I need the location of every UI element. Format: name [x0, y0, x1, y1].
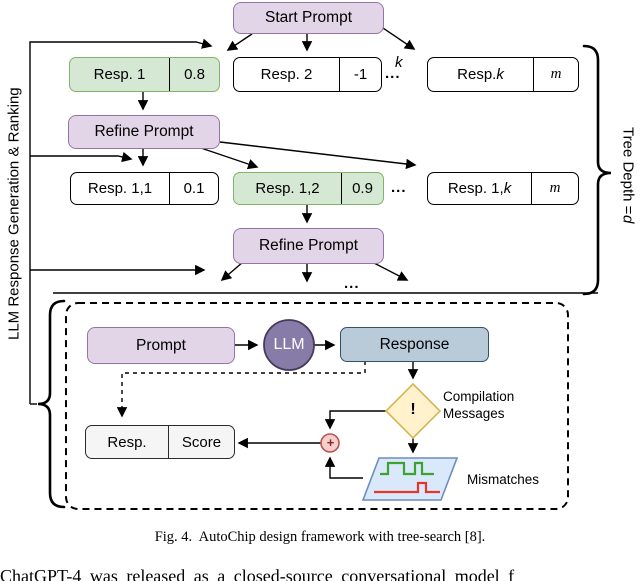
start-prompt-node: Start Prompt [233, 2, 384, 34]
figure-caption: Fig. 4. AutoChip design framework with t… [154, 529, 486, 545]
k-branch-label: k [395, 54, 403, 71]
combine-plus-circle [320, 433, 340, 453]
detail-panel-border [65, 302, 569, 510]
tree-depth-brace [582, 44, 612, 296]
resp-k-node: Resp. k m [427, 57, 579, 92]
resp-1-1-score: 0.1 [169, 173, 218, 204]
resp-k-label-var: k [496, 66, 504, 83]
resp-1-k-label-prefix: Resp. 1, [447, 180, 504, 197]
resp-1-1-label: Resp. 1,1 [87, 180, 153, 197]
response-feedback-dashed-arrow [116, 361, 366, 418]
compilation-check-diamond [384, 382, 442, 440]
resp-1-k-label-var: k [503, 180, 512, 197]
panel-arrows [233, 339, 419, 479]
response-node: Response [340, 327, 489, 362]
tree-depth-variable: d [619, 214, 637, 223]
response-label: Response [379, 335, 450, 353]
resp-1-k-node: Resp. 1,k m [427, 172, 579, 205]
body-text-partial: ChatGPT-4 was released as a closed-sourc… [0, 566, 515, 581]
tree-depth-label: Tree Depth = d [617, 104, 639, 246]
resp-1-2-node: Resp. 1,2 0.9 [233, 172, 384, 205]
resp-1-2-label: Resp. 1,2 [255, 180, 320, 197]
mismatches-label: Mismatches [467, 472, 540, 487]
compilation-line2: Messages [443, 406, 505, 421]
resp-1-1-node: Resp. 1,1 0.1 [70, 172, 219, 205]
resp-2-node: Resp. 2 -1 [233, 57, 382, 92]
bottom-ellipsis: ... [344, 275, 360, 292]
red-waveform-icon [374, 481, 440, 494]
plus-label: + [326, 435, 335, 450]
refine-prompt-2-label: Refine Prompt [258, 237, 359, 254]
resp-2-score: -1 [339, 58, 381, 91]
resp-1-label: Resp. 1 [93, 66, 146, 83]
left-rail [29, 38, 213, 405]
refine-prompt-2-node: Refine Prompt [233, 228, 384, 264]
waveform-parallelogram [361, 457, 459, 501]
resp-score-node: Resp. Score [85, 425, 235, 459]
resp-1-score: 0.8 [169, 58, 219, 91]
left-curly-brace [37, 299, 66, 509]
left-axis-label: LLM Response Generation & Ranking [5, 87, 23, 341]
exclamation-label: ! [410, 401, 416, 418]
refine-prompt-1-node: Refine Prompt [68, 115, 220, 149]
prompt-label: Prompt [136, 336, 186, 354]
llm-circle [263, 319, 315, 371]
start-prompt-label: Start Prompt [265, 9, 352, 26]
resp-k-label-prefix: Resp. [457, 66, 497, 83]
llm-label: LLM [273, 336, 305, 353]
resp-k-label: Resp. k [428, 58, 533, 91]
tree-depth-text: Tree Depth = [619, 127, 637, 215]
compilation-line1: Compilation [443, 389, 515, 404]
green-waveform-icon [380, 461, 434, 476]
resp-1-k-score: m [531, 173, 578, 204]
score-cell: Score [168, 426, 234, 458]
resp-1-k-label: Resp. 1,k [428, 173, 531, 204]
resp-cell: Resp. [107, 433, 147, 451]
row1-ellipsis: ... [385, 65, 401, 82]
row2-ellipsis: ... [391, 179, 407, 196]
tree-arrows [137, 25, 417, 283]
compilation-messages-label: Compilation Messages [443, 388, 514, 422]
resp-1-node: Resp. 1 0.8 [69, 57, 220, 92]
resp-k-score: m [533, 58, 578, 91]
prompt-node: Prompt [87, 327, 235, 364]
resp-1-2-score: 0.9 [341, 173, 383, 204]
resp-2-label: Resp. 2 [260, 66, 313, 83]
refine-prompt-1-label: Refine Prompt [94, 123, 194, 140]
